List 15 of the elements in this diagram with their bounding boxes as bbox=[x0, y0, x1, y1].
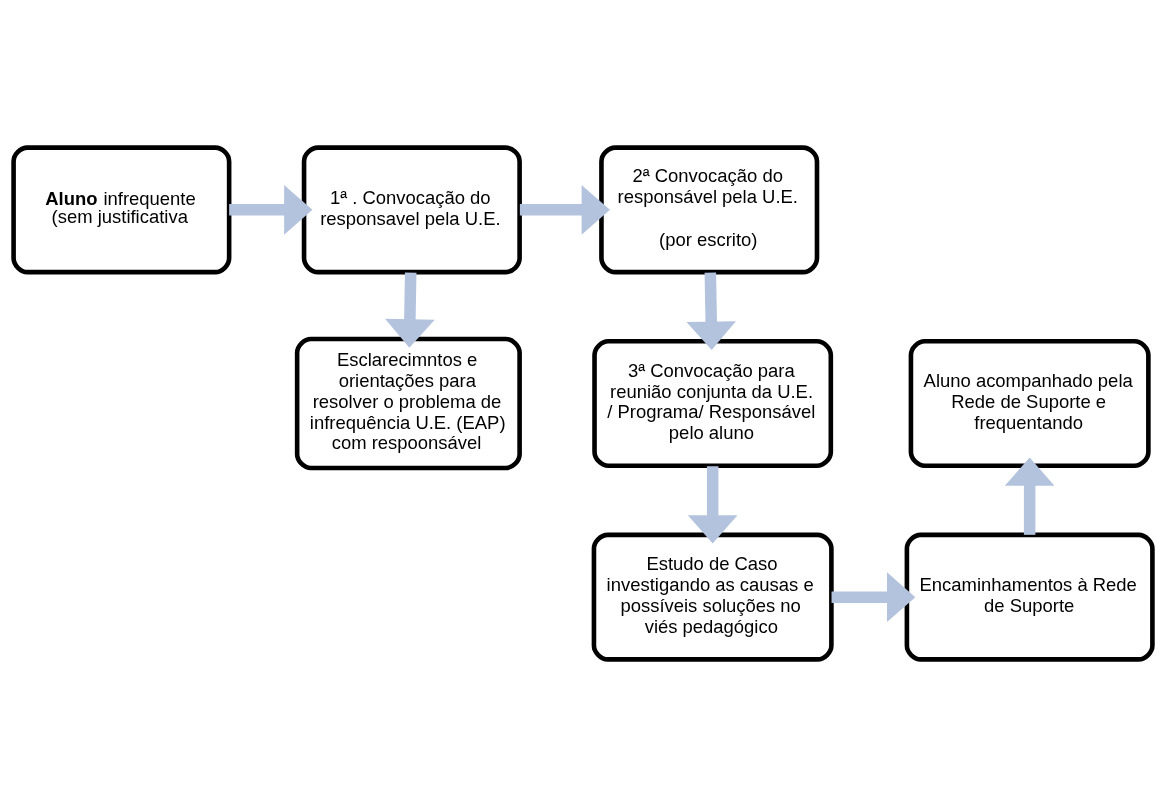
arrow bbox=[1004, 457, 1055, 535]
arrow bbox=[519, 185, 610, 235]
arrow bbox=[831, 572, 916, 622]
arrow bbox=[385, 272, 435, 348]
node-box: 2ª Convocação do responsável pela U.E. (por escrito) bbox=[599, 145, 820, 275]
node-box: 1ª . Convocação do responsavel pela U.E. bbox=[301, 145, 522, 275]
node-box: Estudo de Caso investigando as causas e possíveis soluções no viés pedagógico bbox=[591, 532, 834, 662]
node-box: Aluno infrequente (sem justificativa bbox=[11, 145, 232, 275]
node-box: Aluno acompanhado pela Rede de Suporte e frequentando bbox=[908, 338, 1151, 469]
arrow bbox=[686, 272, 736, 350]
node-box: 3ª Convocação para reunião conjunta da U.E. / Programa/ Responsável pelo aluno bbox=[592, 338, 834, 469]
node-box: Esclarecimntos e orientações para resolver o problema de infrequência U.E. (EAP) com respoonsável bbox=[294, 336, 522, 471]
arrow bbox=[229, 185, 313, 235]
arrow bbox=[687, 466, 738, 544]
node-box: Encaminhamentos à Rede de Suporte bbox=[904, 532, 1155, 662]
